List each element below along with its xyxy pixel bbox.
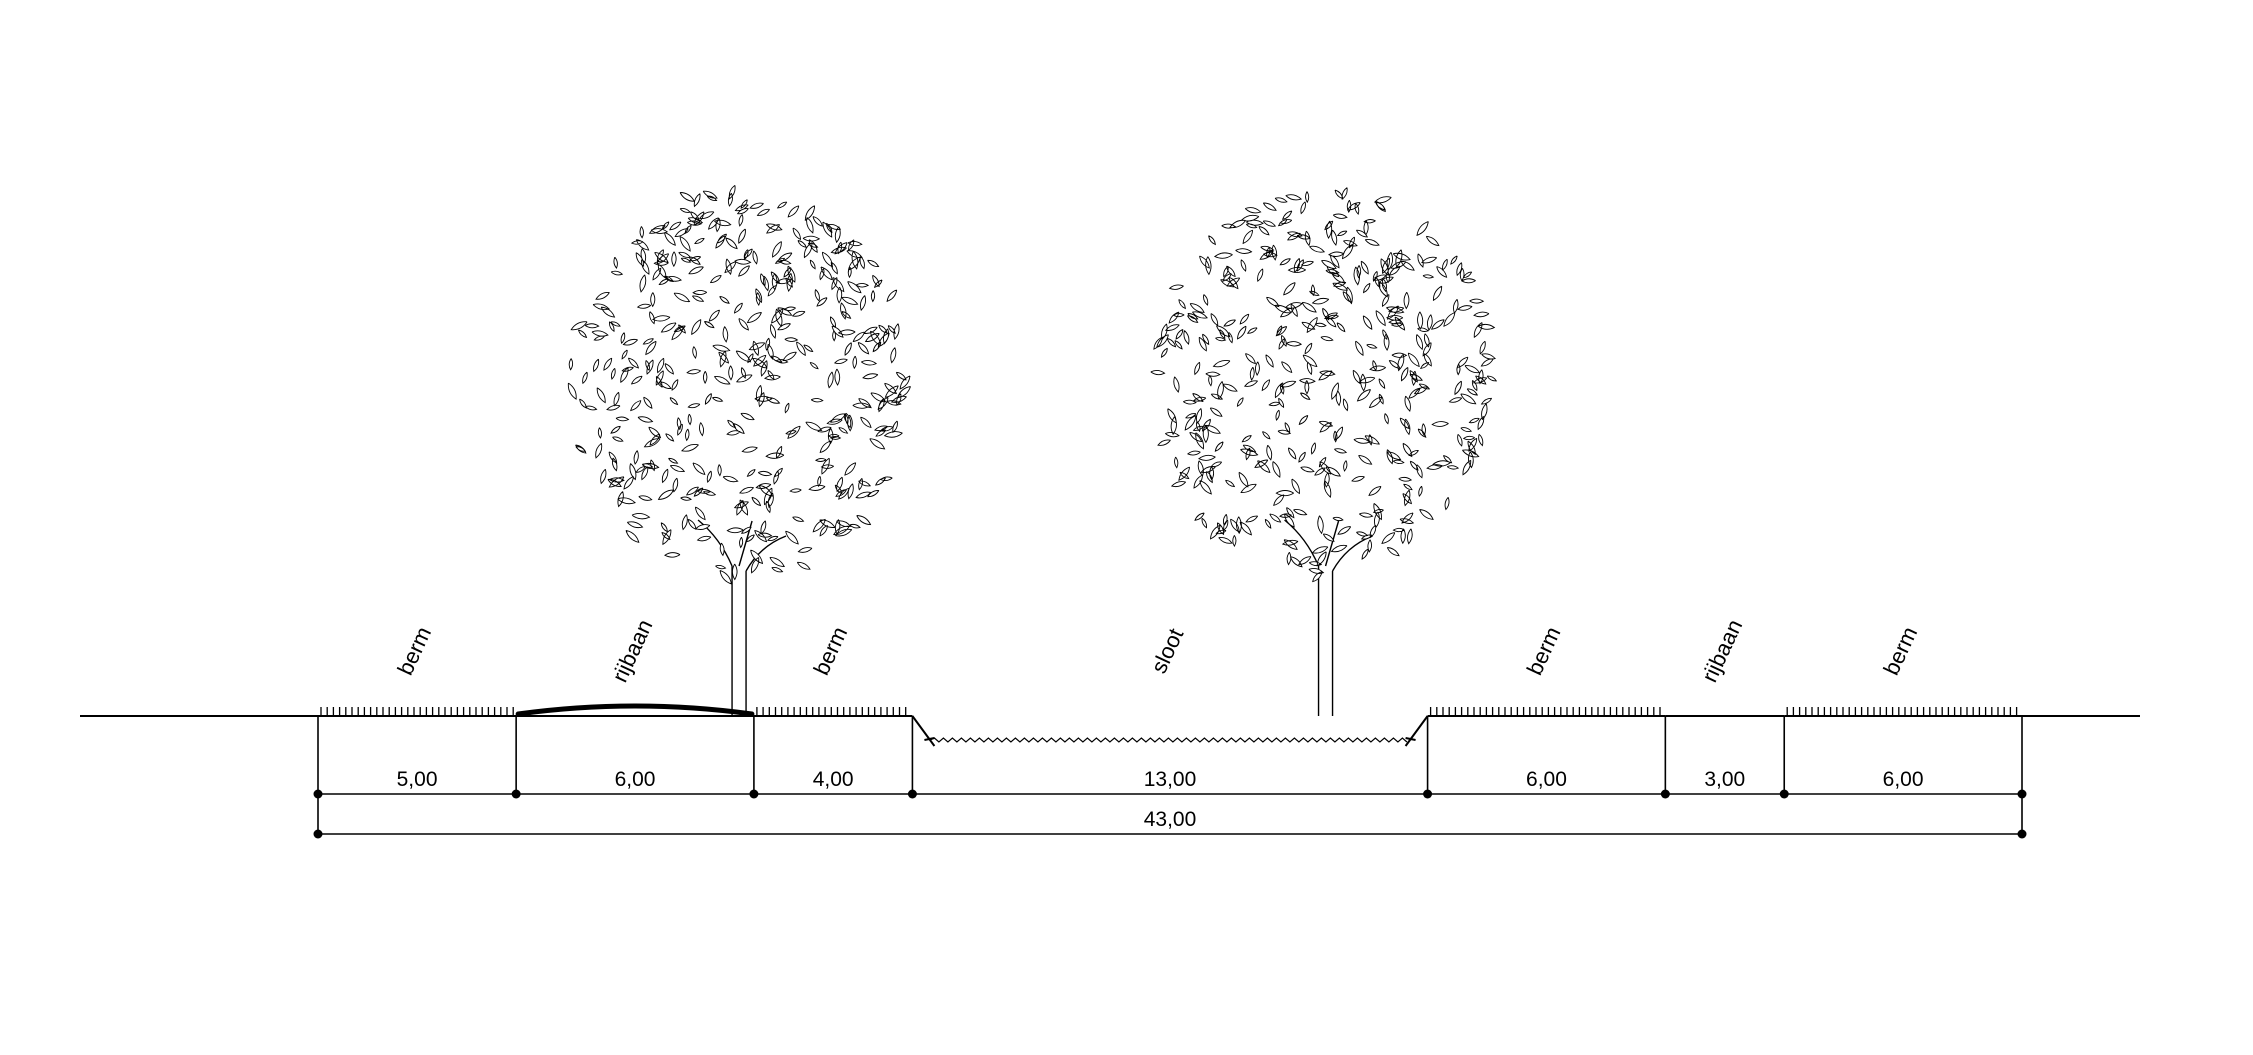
segment-width-label: 13,00	[1144, 768, 1197, 791]
trees-layer	[567, 184, 1498, 716]
segment-width-label: 6,00	[615, 768, 656, 791]
tree-left-icon	[567, 184, 911, 716]
segment-label: berm	[1522, 623, 1566, 679]
segment-width-label: 5,00	[397, 768, 438, 791]
water-surface	[930, 737, 1408, 743]
tree-right-icon	[1150, 187, 1498, 716]
ditch-slopes	[911, 715, 1429, 747]
road-crown	[515, 703, 755, 717]
segment-labels: berm rijbaan berm sloot berm rijbaan berm	[392, 616, 1922, 686]
tree-canopy-leaves	[1150, 187, 1498, 583]
grass-hatching	[756, 707, 907, 716]
total-width-label: 43,00	[1144, 808, 1197, 831]
dimension-lines: 5,00 6,00 4,00 13,00 6,00 3,00 6,00 43,00	[313, 716, 2027, 839]
segment-width-label: 6,00	[1883, 768, 1924, 791]
surfaces-layer	[318, 703, 2022, 747]
tree-trunk	[1284, 519, 1373, 716]
segment-label: rijbaan	[1697, 616, 1748, 686]
dimension-dot	[313, 829, 323, 839]
segment-label: berm	[1878, 623, 1922, 679]
dimension-dot	[2017, 829, 2027, 839]
segment-width-label: 3,00	[1704, 768, 1745, 791]
segment-label: berm	[392, 623, 436, 679]
segment-label: rijbaan	[607, 616, 658, 686]
grass-hatching	[1786, 707, 2018, 716]
segment-width-label: 4,00	[813, 768, 854, 791]
tree-trunk	[697, 519, 787, 716]
grass-hatching	[1429, 707, 1661, 716]
segment-width-label: 6,00	[1526, 768, 1567, 791]
tree-canopy-leaves	[567, 184, 911, 585]
segment-label: sloot	[1146, 624, 1188, 677]
grass-hatching	[320, 707, 514, 716]
segment-label: berm	[808, 623, 852, 679]
